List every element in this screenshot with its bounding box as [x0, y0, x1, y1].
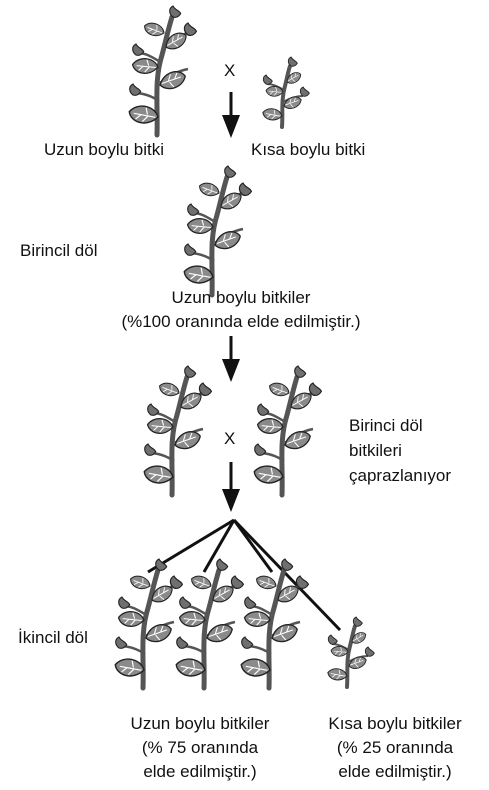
f2-short-result-line2: (% 25 oranında	[336, 738, 454, 757]
short-parent-label: Kısa boylu bitki	[251, 140, 366, 159]
f2-tall-result-line1: Uzun boylu bitkiler	[130, 714, 270, 733]
f2-short-result-line3: elde edilmiştir.)	[338, 762, 452, 781]
f1-plant-left	[142, 366, 211, 495]
branch-lines	[147, 518, 342, 632]
tall-parent-plant	[127, 6, 196, 135]
f1-cross-note-line1: Birinci döl	[349, 416, 423, 435]
f1-cross-symbol: X	[224, 429, 236, 448]
first-generation-arrow	[222, 336, 240, 382]
f2-tall-result-line2: (% 75 oranında	[141, 738, 259, 757]
first-generation-label: Birincil döl	[20, 241, 98, 260]
f1-cross-note-line2: bitkileri	[349, 441, 402, 460]
f2-tall-plant-2	[174, 559, 243, 688]
short-parent-plant	[261, 57, 309, 127]
f2-short-plant	[326, 617, 374, 687]
parent-arrow	[222, 92, 240, 138]
tall-parent-label: Uzun boylu bitki	[44, 140, 165, 159]
f2-tall-plant-1	[113, 559, 182, 688]
f1-cross-note-line3: çaprazlanıyor	[349, 466, 452, 485]
first-generation-plant	[182, 166, 251, 295]
first-generation-result-line2: (%100 oranında elde edilmiştir.)	[121, 312, 361, 331]
second-generation-label: İkincil döl	[18, 628, 88, 647]
f1-arrow	[222, 462, 240, 512]
first-generation-result-line1: Uzun boylu bitkiler	[171, 288, 311, 307]
f2-short-result-line1: Kısa boylu bitkiler	[328, 714, 462, 733]
f2-tall-plant-3	[239, 559, 308, 688]
f2-tall-result-line3: elde edilmiştir.)	[143, 762, 257, 781]
f1-plant-right	[252, 366, 321, 495]
parent-cross-symbol: X	[224, 61, 236, 80]
